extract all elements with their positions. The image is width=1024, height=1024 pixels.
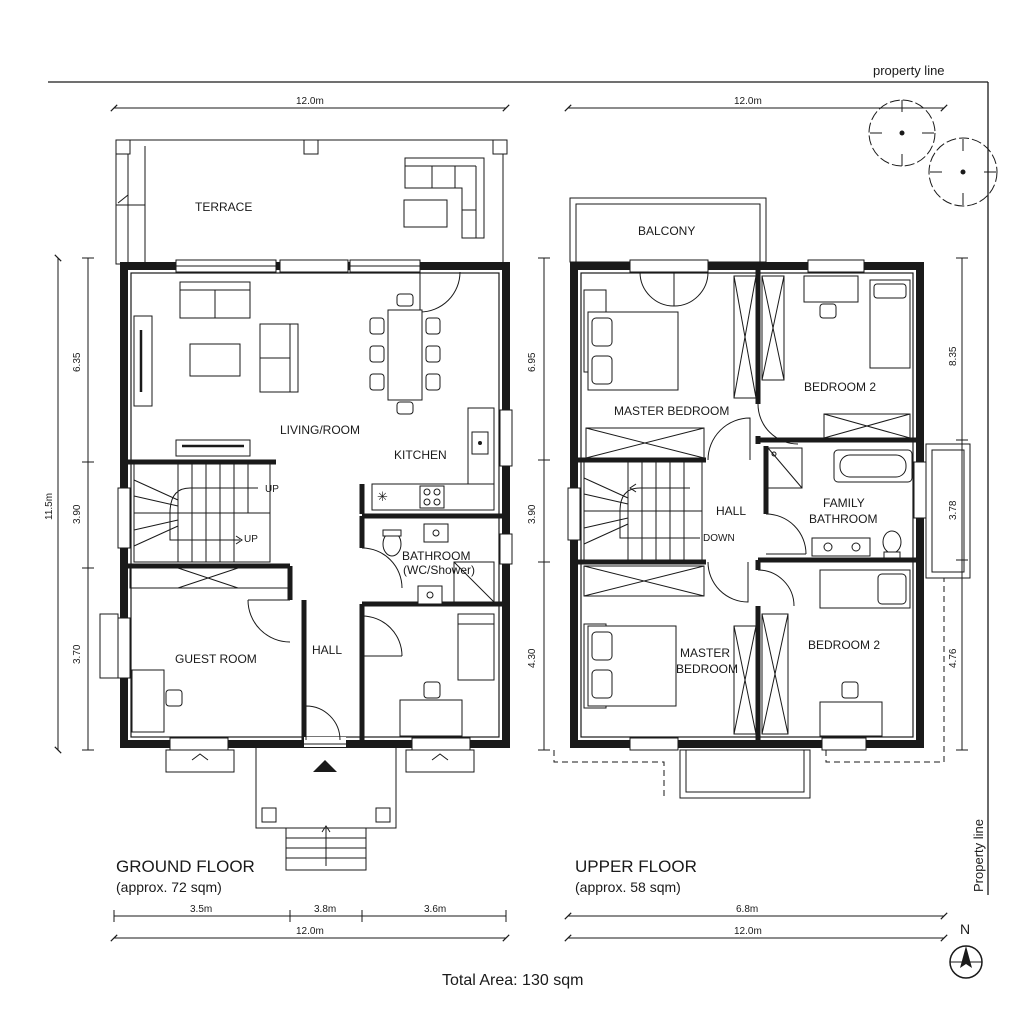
upper-dim-right-3: 4.76 (948, 648, 959, 668)
upper-doors (639, 271, 807, 607)
ground-floor-plan: TERRACE (44, 96, 513, 942)
upper-dim-top: 12.0m (734, 96, 762, 107)
master-bedroom-2-label-2: BEDROOM (676, 662, 738, 676)
ground-floor-area: (approx. 72 sqm) (116, 879, 222, 895)
outdoor-sofa (404, 157, 485, 239)
ground-dim-left-1: 6.35 (72, 352, 83, 372)
ground-dim-left-3: 3.70 (72, 644, 83, 664)
upper-interior-walls (578, 270, 916, 742)
bathroom-sub-label: (WC/Shower) (403, 563, 475, 577)
compass-label: N (960, 921, 970, 937)
upper-stairs: DOWN (583, 461, 735, 561)
upper-dim-right-1: 8.35 (948, 346, 959, 366)
upper-stairs-down-label: DOWN (703, 533, 735, 544)
upper-dim-left-1: 6.95 (527, 352, 538, 372)
ground-dim-bottom-1: 3.5m (190, 904, 212, 915)
bedroom2-bottom-furniture (761, 569, 911, 737)
upper-dim-right-2: 3.78 (948, 500, 959, 520)
living-room-label: LIVING/ROOM (280, 423, 360, 437)
bedroom2-top-label: BEDROOM 2 (804, 380, 876, 394)
study-furniture (399, 613, 495, 737)
property-line-top-label: property line (873, 63, 945, 78)
guest-room-label: GUEST ROOM (175, 652, 257, 666)
ground-dimensions: 12.0m 11.5m 6.35 3.90 3.70 3.5m 3.8m 3.6… (44, 96, 510, 942)
dining-table (369, 293, 441, 415)
upper-dim-bottom-total: 12.0m (734, 926, 762, 937)
ground-dim-top: 12.0m (296, 96, 324, 107)
upper-dimensions: 12.0m 6.95 3.90 4.30 8.35 3.78 4.76 6.8m… (527, 96, 968, 942)
balcony: BALCONY (569, 197, 767, 263)
bedroom2-bottom-label: BEDROOM 2 (808, 638, 880, 652)
family-bathroom-fixtures (767, 447, 913, 559)
balcony-label: BALCONY (638, 224, 695, 238)
ground-dim-left-2: 3.90 (72, 504, 83, 524)
bedroom2-top-furniture (761, 275, 911, 439)
living-furniture (133, 281, 299, 457)
ground-dim-bottom-3: 3.6m (424, 904, 446, 915)
upper-hall-label: HALL (716, 504, 746, 518)
svg-text:✳: ✳ (377, 489, 388, 504)
ground-bath-fixtures (382, 523, 495, 605)
guest-furniture (129, 567, 289, 733)
windows (99, 259, 513, 773)
ground-dim-bottom-total: 12.0m (296, 926, 324, 937)
entry-porch (255, 743, 397, 871)
master-bedroom-2-label-1: MASTER (680, 646, 730, 660)
ground-stairs-up-label-2: UP (244, 534, 258, 545)
terrace-label: TERRACE (195, 200, 252, 214)
upper-floor-plan: BALCONY (527, 96, 971, 942)
ground-floor-title: GROUND FLOOR (116, 857, 255, 876)
master-bedroom-1-label: MASTER BEDROOM (614, 404, 729, 418)
ground-stairs-up-label-1: UP (265, 484, 279, 495)
north-arrow-icon: N (949, 921, 983, 979)
tree-icon (868, 99, 936, 167)
master-bedroom-1-furniture (583, 275, 757, 459)
upper-windows (553, 259, 971, 799)
property-lines: property line Property line (48, 63, 989, 895)
upper-dim-left-2: 3.90 (527, 504, 538, 524)
ground-dim-bottom-2: 3.8m (314, 904, 336, 915)
kitchen-counters: ✳ (371, 407, 495, 511)
terrace: TERRACE (115, 139, 508, 265)
upper-dim-left-3: 4.30 (527, 648, 538, 668)
family-bathroom-label-2: BATHROOM (809, 512, 877, 526)
total-area-label: Total Area: 130 sqm (442, 972, 583, 989)
upper-dim-bottom-1: 6.8m (736, 904, 758, 915)
doors (247, 271, 461, 741)
master-bedroom-2-furniture (583, 565, 757, 735)
kitchen-label: KITCHEN (394, 448, 447, 462)
hall-label: HALL (312, 643, 342, 657)
upper-floor-title: UPPER FLOOR (575, 857, 697, 876)
family-bathroom-label-1: FAMILY (823, 496, 865, 510)
bathroom-label: BATHROOM (402, 549, 470, 563)
outdoor-table (403, 199, 448, 228)
property-line-side-label: Property line (971, 819, 986, 892)
tree-icon (928, 137, 998, 207)
ground-dim-left-total: 11.5m (44, 493, 55, 520)
ground-stairs: UP UP (133, 463, 279, 563)
upper-floor-area: (approx. 58 sqm) (575, 879, 681, 895)
